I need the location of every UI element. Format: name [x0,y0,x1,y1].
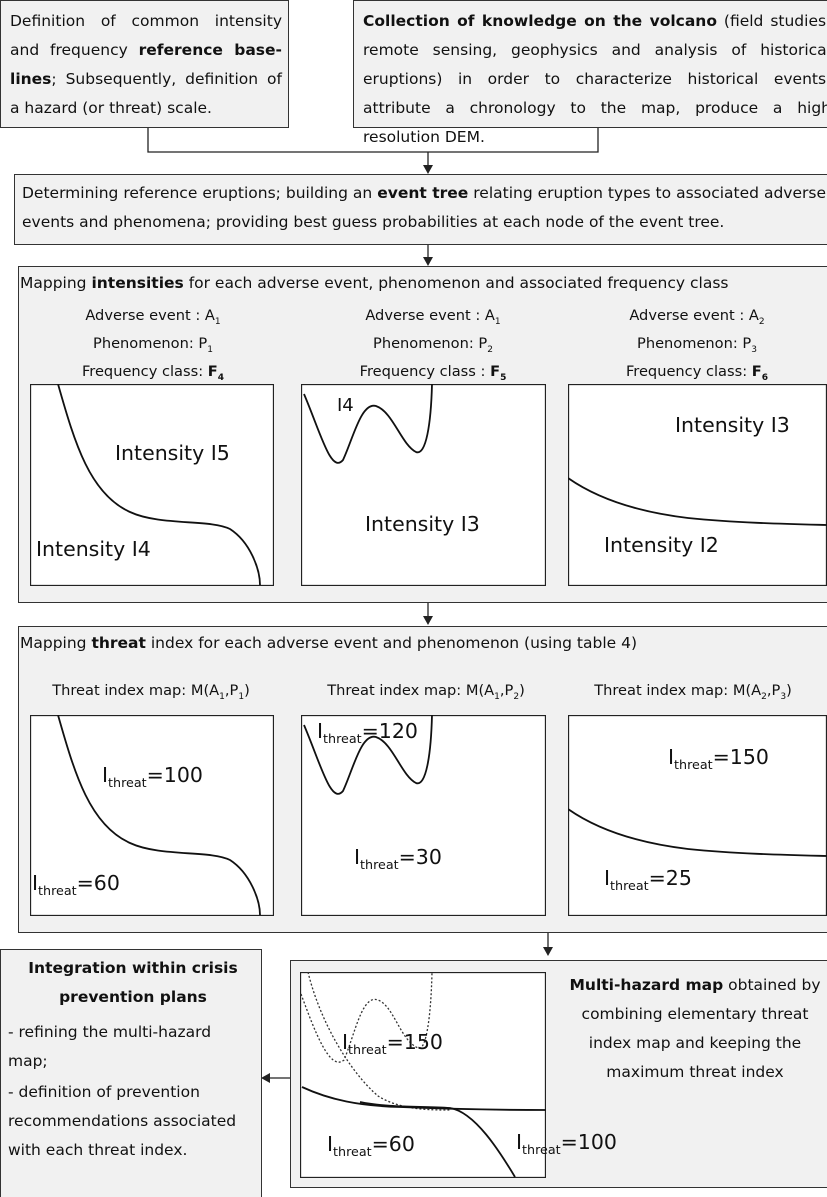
integration-item-1: - refining the multi-hazard map; [8,1023,212,1070]
threat-map-1-label-lower: Ithreat=60 [32,871,120,899]
threat-map-1-caption: Threat index map: M(A1,P1) [52,682,250,702]
threat-map-3 [568,715,827,916]
threat-map-2-label-lower: Ithreat=30 [354,845,442,873]
event-tree-box: Determining reference eruptions; buildin… [14,174,827,245]
threat-map-2-caption: Threat index map: M(A1,P2) [327,682,525,702]
threat-map-3-label-lower: Ithreat=25 [604,866,692,894]
multi-hazard-label-60: Ithreat=60 [327,1132,415,1160]
intensity-map-1-caption: Adverse event : A1 Phenomenon: P1 Freque… [81,307,225,383]
intensity-map-3-label-lower: Intensity I2 [604,533,719,557]
intensity-map-2-label-lower: Intensity I3 [365,512,480,536]
integration-box: Integration within crisis prevention pla… [0,949,262,1197]
threat-map-3-caption: Threat index map: M(A2,P3) [594,682,792,702]
threat-map-2-label-upper: Ithreat=120 [317,719,418,747]
integration-item-2: - definition of prevention recommendatio… [8,1083,237,1159]
threat-mapping-heading: Mapping threat index for each adverse ev… [20,634,637,652]
intensity-map-3-caption: Adverse event : A2 Phenomenon: P3 Freque… [625,307,769,383]
multi-hazard-label-100: Ithreat=100 [516,1130,617,1158]
intensity-map-3 [568,384,827,586]
intensity-map-2 [301,384,546,586]
event-tree-text: Determining reference eruptions; buildin… [22,184,826,231]
intensity-map-1 [30,384,274,586]
intensity-map-2-label-upper: I4 [337,395,354,416]
baseline-definition-text: Definition of common intensity and frequ… [10,12,282,117]
intensity-map-3-label-upper: Intensity I3 [675,413,790,437]
multi-hazard-map [300,972,546,1178]
knowledge-collection-text: Collection of knowledge on the volcano (… [363,12,827,146]
threat-map-1-label-upper: Ithreat=100 [102,763,203,791]
threat-map-3-label-upper: Ithreat=150 [668,745,769,773]
intensity-map-1-label-lower: Intensity I4 [36,537,151,561]
threat-map-1 [30,715,274,916]
intensity-mapping-heading: Mapping intensities for each adverse eve… [20,274,729,292]
baseline-definition-box: Definition of common intensity and frequ… [0,0,289,128]
knowledge-collection-box: Collection of knowledge on the volcano (… [353,0,827,146]
multi-hazard-label-150: Ithreat=150 [342,1030,443,1058]
intensity-map-1-label-upper: Intensity I5 [115,441,230,465]
integration-title: Integration within crisis prevention pla… [28,959,238,1006]
threat-map-2 [301,715,546,916]
multi-hazard-text: Multi-hazard map obtained by combining e… [569,976,821,1081]
intensity-map-2-caption: Adverse event : A1 Phenomenon: P2 Freque… [359,307,507,383]
